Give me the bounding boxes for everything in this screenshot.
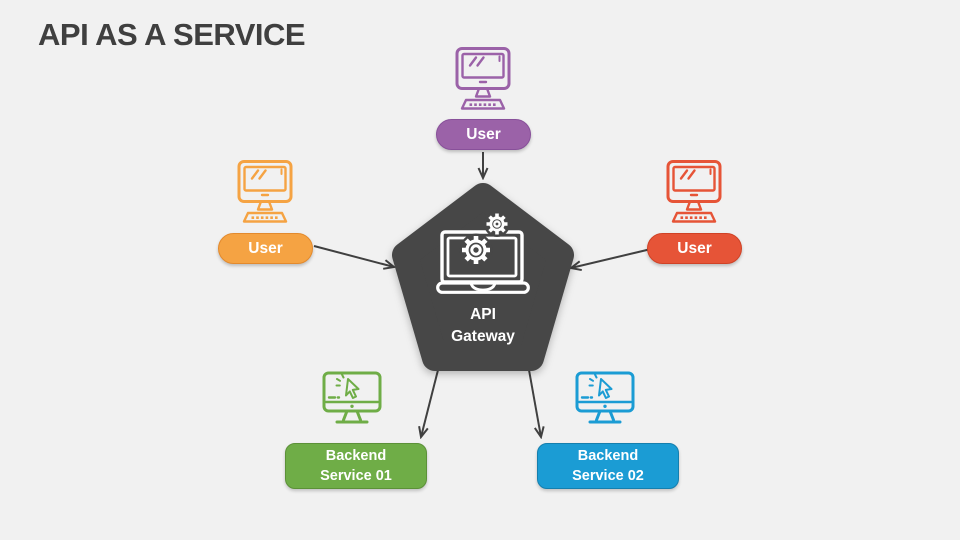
backend-02-label-line1: Backend (577, 448, 639, 464)
user-left-label: User (248, 239, 283, 257)
arrow-user-right-to-gateway (571, 248, 652, 268)
monitor-cursor-icon-backend-01 (321, 371, 383, 427)
arrow-user-left-to-gateway (313, 245, 394, 267)
monitor-cursor-icon-backend-02 (574, 371, 636, 427)
backend-01-label-line2: Service 01 (320, 468, 392, 484)
api-gateway-label-line1: API (470, 306, 496, 323)
user-left-pill: User (218, 233, 313, 264)
slide-title: API AS A SERVICE (38, 17, 306, 52)
arrow-gateway-to-backend-02 (528, 369, 541, 437)
user-right-pill: User (647, 233, 742, 264)
backend-01-label-line1: Backend (325, 448, 387, 464)
laptop-gears-icon (436, 212, 530, 294)
arrow-gateway-to-backend-01 (421, 369, 439, 437)
backend-02-label-line2: Service 02 (572, 468, 644, 484)
user-top-pill: User (436, 119, 531, 150)
backend-service-02-box: Backend Service 02 (537, 443, 679, 489)
desktop-computer-icon-top (453, 47, 513, 111)
desktop-computer-icon-right (664, 160, 724, 224)
api-gateway-label: API Gateway (423, 304, 543, 348)
user-top-label: User (466, 125, 501, 143)
api-gateway-label-line2: Gateway (451, 328, 515, 345)
user-right-label: User (677, 239, 712, 257)
desktop-computer-icon-left (235, 160, 295, 224)
backend-service-01-box: Backend Service 01 (285, 443, 427, 489)
